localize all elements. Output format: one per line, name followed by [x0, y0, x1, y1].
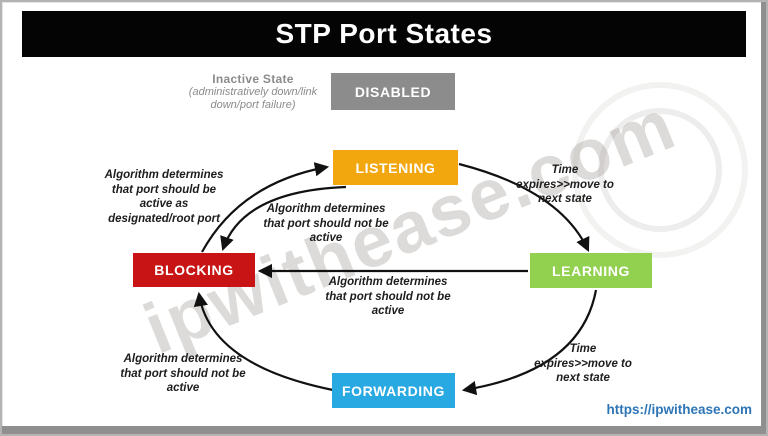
- state-learning-label: LEARNING: [552, 262, 630, 279]
- annotation-algorithm-active: Algorithm determines that port should be…: [85, 168, 243, 227]
- annotation-line: designated/root port: [108, 213, 220, 226]
- annotation-line: Time: [569, 343, 597, 355]
- annotation-not-active-center: Algorithm determines that port should no…: [318, 275, 458, 319]
- arrow-forwarding-to-blocking: [193, 291, 334, 392]
- annotation-line: that port should be: [111, 183, 217, 196]
- annotation-not-active-lower: Algorithm determines that port should no…: [97, 352, 269, 396]
- annotation-line: expires>>move to: [516, 178, 614, 191]
- annotation-line: next state: [556, 372, 610, 385]
- annotation-line: expires>>move to: [534, 357, 632, 370]
- annotation-line: active as: [139, 198, 189, 211]
- state-disabled-box: DISABLED: [331, 73, 455, 110]
- inactive-state-detail-line2: down/port failure): [210, 99, 296, 112]
- arrow-listening-to-blocking: [220, 185, 347, 252]
- annotation-line: Algorithm determines: [328, 276, 448, 288]
- annotation-line: Algorithm determines: [104, 169, 224, 181]
- annotation-line: active: [371, 305, 405, 318]
- annotation-line: next state: [538, 193, 592, 206]
- state-forwarding-box: FORWARDING: [332, 373, 455, 408]
- annotation-line: that port should not be: [325, 290, 451, 303]
- annotation-not-active-upper: Algorithm determines that port should no…: [256, 202, 396, 246]
- inactive-state-label: Inactive State (administratively down/li…: [175, 72, 331, 112]
- annotation-time-expires-upper: Time expires>>move to next state: [503, 163, 627, 207]
- annotation-line: Time: [551, 164, 579, 176]
- arrow-listening-to-learning: [458, 162, 590, 252]
- state-learning-box: LEARNING: [530, 253, 652, 288]
- inactive-state-title: Inactive State: [212, 72, 294, 86]
- annotation-line: Algorithm determines: [266, 203, 386, 215]
- annotation-line: Algorithm determines: [123, 353, 243, 365]
- page-title-text: STP Port States: [275, 18, 493, 49]
- state-listening-label: LISTENING: [355, 159, 436, 176]
- page-title: STP Port States: [22, 11, 746, 57]
- arrow-learning-to-forwarding: [461, 289, 598, 396]
- annotation-line: that port should not be: [120, 367, 246, 380]
- website-link[interactable]: https://ipwithease.com: [606, 402, 752, 417]
- state-blocking-label: BLOCKING: [154, 262, 234, 278]
- annotation-line: that port should not be: [263, 217, 389, 230]
- state-disabled-label: DISABLED: [354, 83, 432, 100]
- watermark-circle: [572, 82, 748, 258]
- inactive-state-detail-line1: (administratively down/link: [188, 86, 318, 98]
- arrow-blocking-to-listening: [201, 162, 330, 253]
- annotation-line: active: [309, 232, 343, 245]
- state-forwarding-label: FORWARDING: [342, 382, 445, 399]
- state-blocking-box: BLOCKING: [133, 253, 255, 287]
- annotation-time-expires-lower: Time expires>>move to next state: [522, 342, 644, 386]
- annotation-line: active: [166, 382, 200, 395]
- state-listening-box: LISTENING: [333, 150, 458, 185]
